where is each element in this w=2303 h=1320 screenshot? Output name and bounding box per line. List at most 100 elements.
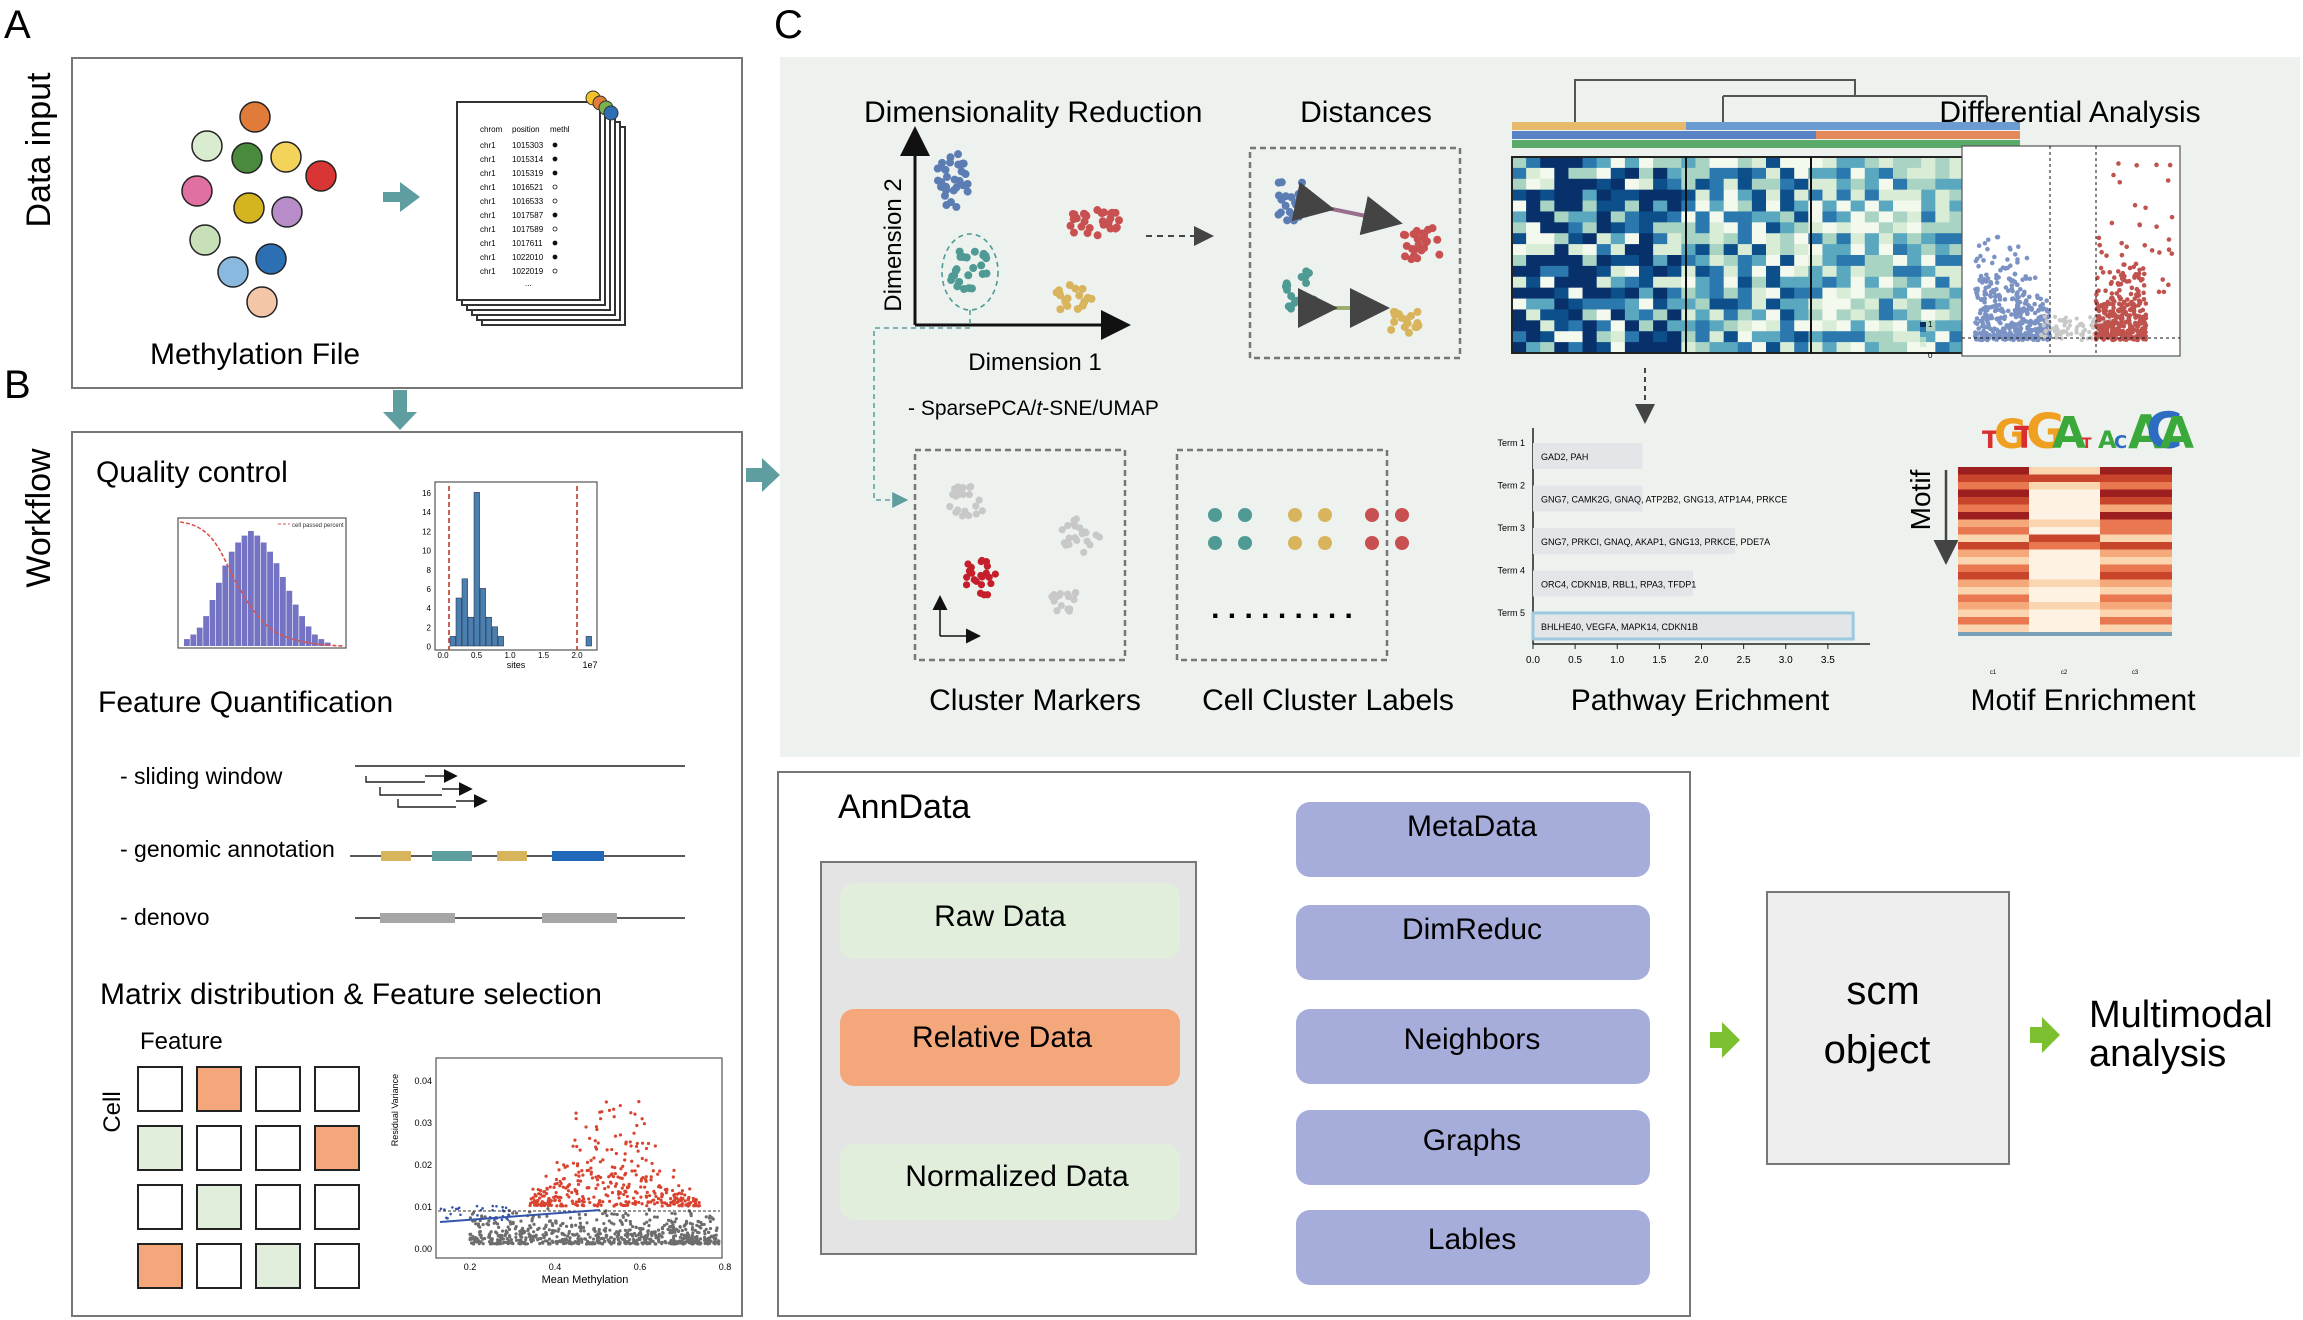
file-methyl-mark [552, 170, 558, 176]
heat-cell [1794, 276, 1809, 289]
motif-cell [1958, 594, 2029, 603]
motif-cell [2100, 549, 2172, 558]
volcano-down [2009, 312, 2014, 317]
dim-point-red [1085, 224, 1094, 233]
rv-point-hv [604, 1100, 608, 1104]
pathway-bar [1531, 611, 1855, 641]
motif-letter: G [2026, 404, 2065, 460]
rv-point-hv [554, 1177, 559, 1182]
heat-cell [1878, 244, 1894, 256]
rv-point [682, 1233, 686, 1237]
hist-bar [248, 531, 254, 646]
rv-point-hv [634, 1173, 638, 1177]
rv-point-low [443, 1208, 446, 1211]
rv-point-hv [640, 1141, 645, 1145]
heat-cell [1794, 320, 1809, 332]
heat-cell [1737, 276, 1753, 289]
rv-point-hv [628, 1140, 632, 1144]
volcano-down [1988, 280, 1994, 285]
heat-cell [1864, 244, 1880, 256]
rv-point-hv [640, 1202, 644, 1206]
heat-cell [1864, 211, 1880, 223]
rv-point-hv [623, 1158, 627, 1162]
rv-point [519, 1238, 523, 1242]
heat-cell [1780, 200, 1795, 212]
heat-cell [1512, 265, 1527, 278]
volcano-up [2134, 162, 2140, 168]
heat-cell [1751, 287, 1767, 299]
heat-cell [1526, 157, 1541, 169]
marker-point-red [962, 581, 971, 589]
rv-point-hv [686, 1198, 691, 1202]
dim-point-blue [961, 170, 970, 179]
heat-cell [1639, 233, 1654, 245]
heat-cell [1526, 331, 1541, 343]
volcano-up [2140, 266, 2146, 271]
volcano-down [2020, 277, 2025, 282]
heat-cell [1935, 331, 1950, 343]
heat-cell [1907, 287, 1922, 299]
volcano-down [1992, 254, 1997, 260]
heat-cell [1554, 167, 1569, 180]
volcano-ns [2078, 332, 2084, 337]
motif-cell [2029, 512, 2100, 520]
heat-cell [1639, 298, 1654, 310]
rv-point [704, 1215, 708, 1219]
cluster-label-dots [1208, 508, 1409, 550]
rv-point-hv [589, 1170, 593, 1174]
heat-cell [1921, 178, 1936, 191]
heat-cell [1737, 222, 1753, 234]
volcano-down [2024, 301, 2029, 306]
volcano-up [2096, 235, 2102, 241]
heat-cell [1526, 167, 1541, 180]
volcano-up [2112, 275, 2117, 280]
rv-point [652, 1231, 657, 1235]
heat-cell [1780, 265, 1795, 278]
heat-cell [1737, 178, 1753, 191]
file-methyl-mark [552, 184, 558, 190]
heat-cell [1568, 342, 1583, 354]
hist-bar [222, 565, 229, 646]
distances-title: Distances [1300, 96, 1432, 129]
anndata-slot-label: Lables [1428, 1223, 1516, 1256]
rv-point [585, 1242, 589, 1246]
heat-cell [1822, 178, 1837, 191]
volcano-down [2035, 308, 2041, 313]
volcano-down [2015, 257, 2020, 262]
volcano-up [2135, 293, 2140, 299]
heat-cell [1554, 178, 1569, 191]
volcano-down [2005, 288, 2011, 294]
volcano-ns [2044, 318, 2049, 323]
heat-cell [1794, 200, 1809, 212]
heat-cell [1850, 287, 1866, 299]
hist-bar [273, 563, 280, 646]
dim-point-teal [960, 285, 969, 294]
heat-cell [1780, 157, 1795, 169]
heat-cell [1596, 157, 1612, 169]
rv-point-hv [561, 1177, 566, 1181]
heat-cell [1653, 178, 1668, 191]
rv-point [631, 1241, 636, 1245]
rv-point [498, 1233, 502, 1237]
heat-cell [1667, 167, 1682, 180]
rv-point-hv [566, 1189, 571, 1193]
heat-cell [1596, 265, 1612, 278]
heat-cell [1737, 200, 1753, 212]
dim-point-teal [970, 247, 979, 256]
colorbar-step [1920, 322, 1926, 327]
colorbar-step [1920, 342, 1926, 347]
heat-cell [1935, 178, 1950, 191]
marker-point-grey [952, 492, 960, 500]
rv-point [668, 1225, 672, 1229]
hist2-ytick: 16 [422, 489, 431, 498]
rv-point [600, 1212, 605, 1216]
rv-point [578, 1221, 583, 1225]
rv-point [521, 1229, 526, 1234]
marker-point-red [977, 571, 985, 580]
heat-cell [1836, 233, 1852, 245]
volcano-ns [2074, 324, 2080, 330]
heat-cell [1709, 309, 1725, 321]
rv-point-hv [639, 1179, 643, 1183]
motif-cell [2100, 624, 2172, 633]
dist-point-blue [1274, 178, 1283, 187]
